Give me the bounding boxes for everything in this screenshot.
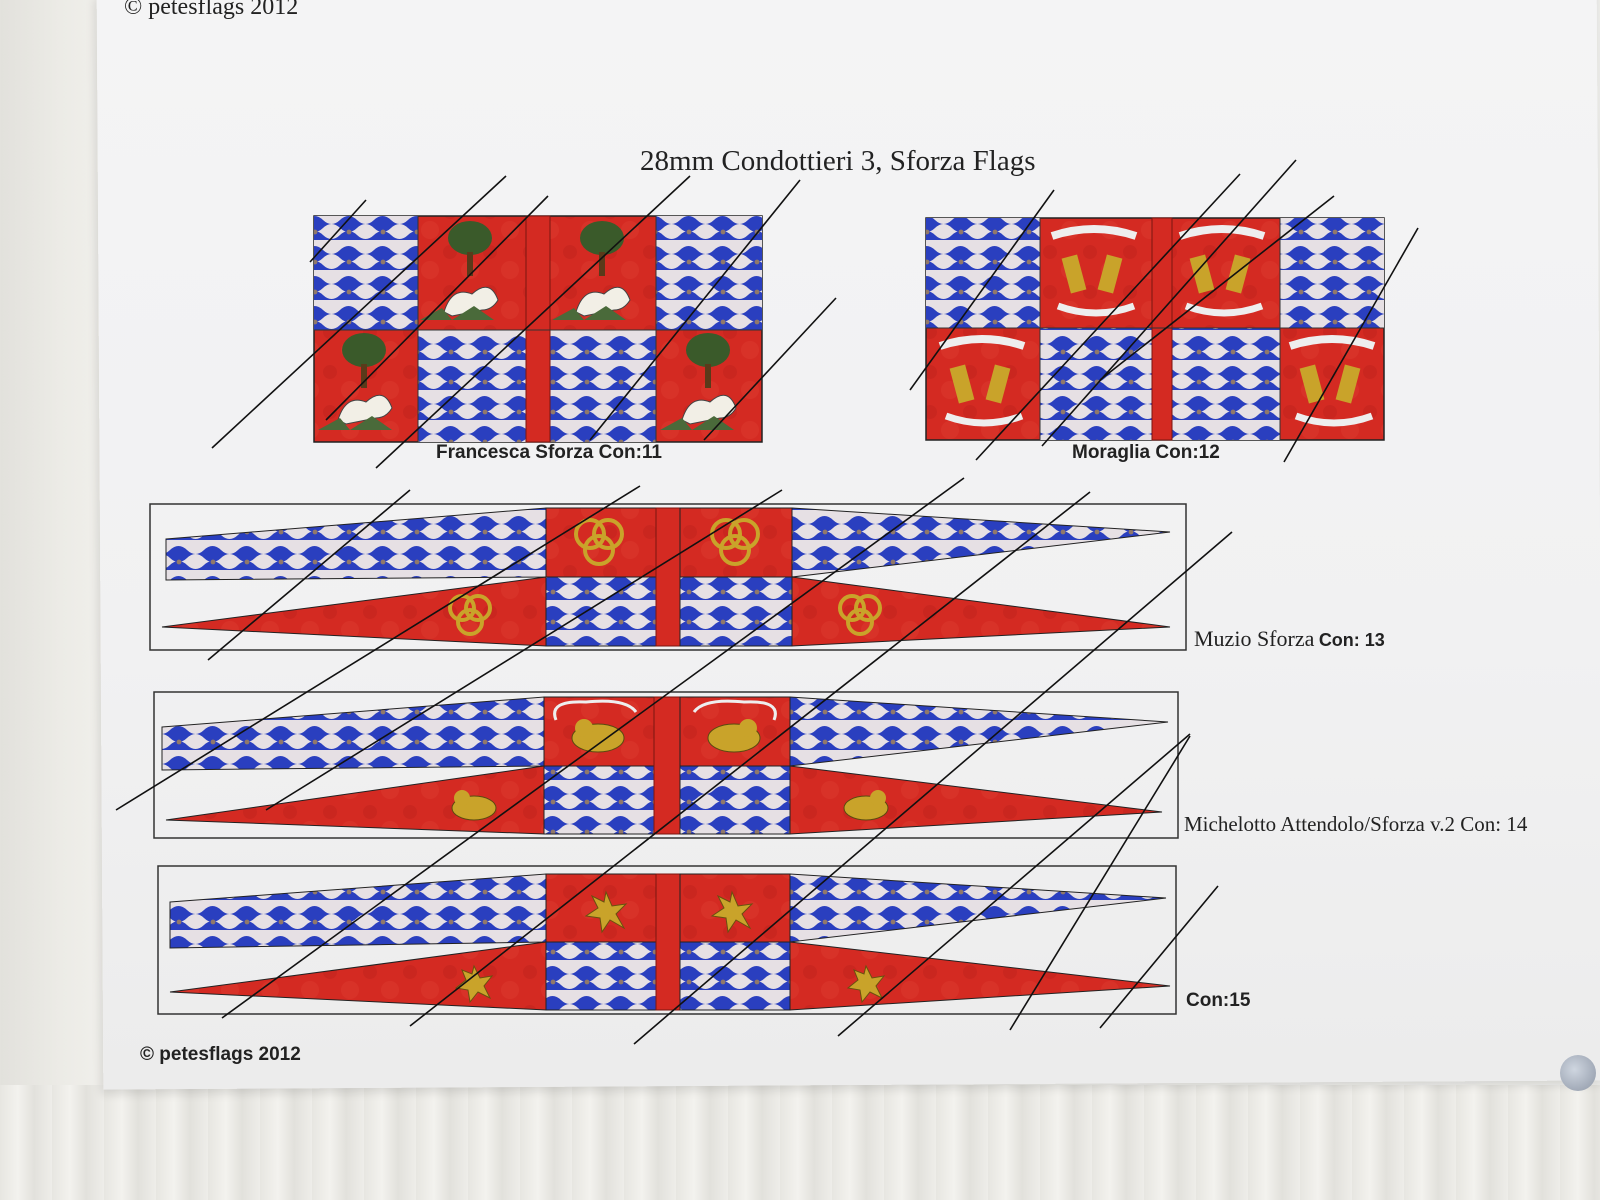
- flag-label-con-15: Con:15: [1186, 990, 1251, 1011]
- dog-and-tree-emblem: [552, 221, 631, 320]
- copyright-bottom: © petesflags 2012: [140, 1044, 301, 1065]
- copyright-top: © petesflags 2012: [124, 0, 299, 20]
- dog-and-tree-emblem: [318, 333, 393, 430]
- flag-label-muzio-sforza: Muzio Sforza Con: 13: [1194, 626, 1385, 652]
- flag-label-moraglia: Moraglia Con:12: [1072, 442, 1220, 463]
- flag-muzio-sforza: [149, 503, 1187, 651]
- sheet-title: 28mm Condottieri 3, Sforza Flags: [640, 145, 1036, 177]
- flag-con-15: [157, 865, 1177, 1015]
- flag-moraglia: [925, 217, 1385, 441]
- rings-emblem: [448, 518, 882, 636]
- flag-michelotto-attendolo: [153, 691, 1179, 839]
- flag-label-francesca-sforza: Francesca Sforza Con:11: [436, 442, 662, 463]
- pen-strokes: [115, 159, 1419, 1045]
- flag-label-muzio-con: Con: 13: [1318, 630, 1385, 650]
- pushpin-icon: [1560, 1055, 1596, 1091]
- scroll-emblem: [1288, 335, 1376, 427]
- dog-and-tree-emblem: [420, 221, 499, 320]
- flag-label-muzio-name: Muzio Sforza: [1194, 626, 1315, 651]
- sun-emblem: [454, 890, 886, 1004]
- flag-label-michelotto: Michelotto Attendolo/Sforza v.2 Con: 14: [1184, 812, 1528, 836]
- scroll-emblem: [1178, 225, 1266, 317]
- flag-francesca-sforza: [313, 215, 763, 443]
- scroll-emblem: [1050, 225, 1138, 317]
- lion-emblem: [451, 699, 889, 821]
- wall-background: [0, 1085, 1600, 1200]
